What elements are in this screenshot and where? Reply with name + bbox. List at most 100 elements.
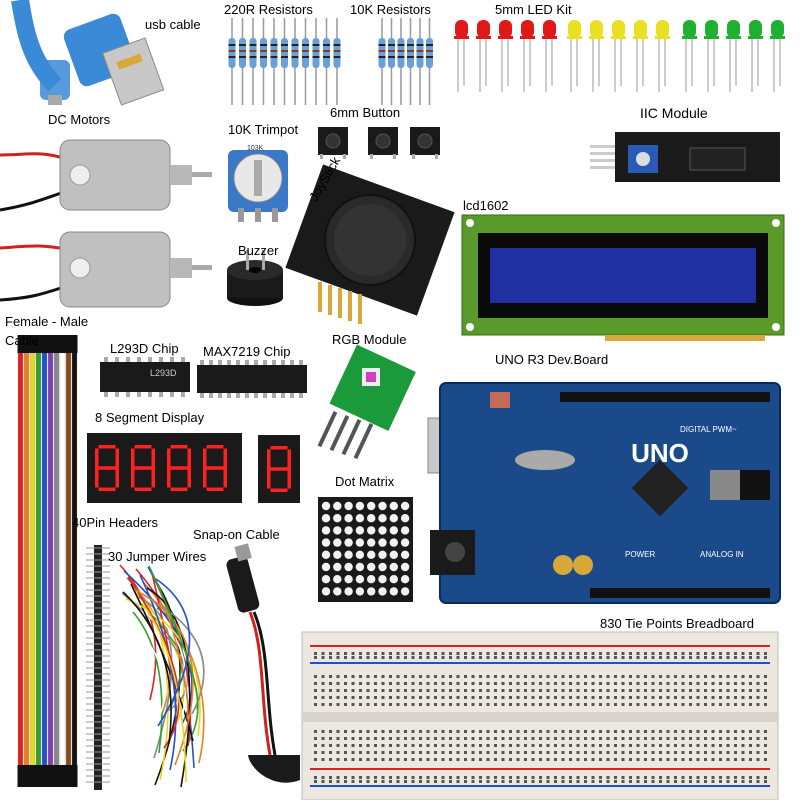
- breadboard-hole: [614, 780, 617, 783]
- chip-pin: [272, 360, 276, 365]
- breadboard-hole: [629, 730, 632, 733]
- breadboard-hole: [689, 776, 692, 779]
- wire-end: [65, 335, 72, 353]
- breadboard-hole: [606, 696, 610, 699]
- breadboard-hole: [359, 675, 362, 678]
- breadboard-hole: [719, 776, 722, 779]
- chip-pin: [181, 392, 185, 397]
- breadboard-hole: [486, 751, 490, 754]
- breadboard-hole: [719, 780, 722, 783]
- breadboard-hole: [599, 751, 602, 754]
- breadboard-hole: [741, 703, 745, 706]
- breadboard-hole: [531, 758, 535, 761]
- chip-pin: [159, 392, 163, 397]
- matrix-dot: [344, 575, 353, 584]
- breadboard-hole: [569, 675, 572, 678]
- breadboard-hole: [471, 689, 475, 692]
- breadboard-hole: [644, 656, 647, 659]
- uno-board-label: UNO R3 Dev.Board: [495, 352, 609, 367]
- chip-pin: [200, 393, 204, 398]
- breadboard-hole: [539, 682, 542, 685]
- breadboard-hole: [644, 689, 647, 692]
- breadboard-hole: [696, 652, 700, 655]
- segment: [287, 449, 291, 469]
- breadboard-hole: [509, 675, 512, 678]
- breadboard-hole: [336, 758, 340, 761]
- breadboard-hole: [486, 744, 490, 747]
- segment: [203, 468, 207, 488]
- breadboard-hole: [471, 751, 475, 754]
- breadboard-hole: [351, 744, 355, 747]
- breadboard-hole: [404, 751, 407, 754]
- breadboard-hole: [419, 689, 422, 692]
- breadboard-hole: [314, 689, 317, 692]
- breadboard-hole: [726, 737, 730, 740]
- breadboard-hole: [636, 737, 640, 740]
- breadboard-hole: [681, 656, 685, 659]
- breadboard-hole: [711, 758, 715, 761]
- breadboard-hole: [359, 737, 362, 740]
- breadboard-hole: [374, 703, 377, 706]
- wire-end: [53, 335, 60, 353]
- matrix-dot: [389, 587, 398, 596]
- led: [704, 20, 719, 92]
- breadboard-hole: [749, 758, 752, 761]
- breadboard-hole: [554, 689, 557, 692]
- breadboard-hole: [711, 656, 715, 659]
- breadboard-hole: [464, 652, 467, 655]
- dot-matrix: [318, 497, 413, 602]
- breadboard-hole: [344, 703, 347, 706]
- breadboard-hole: [411, 751, 415, 754]
- breadboard-hole: [741, 751, 745, 754]
- segment: [167, 468, 171, 488]
- breadboard-hole: [711, 696, 715, 699]
- breadboard-hole: [524, 682, 527, 685]
- breadboard-hole: [441, 689, 445, 692]
- breadboard-hole: [749, 737, 752, 740]
- matrix-dot: [400, 538, 410, 547]
- wire-end: [71, 335, 78, 353]
- breadboard-hole: [629, 696, 632, 699]
- breadboard-hole: [486, 652, 490, 655]
- breadboard-hole: [329, 696, 332, 699]
- breadboard-hole: [411, 744, 415, 747]
- breadboard-hole: [756, 689, 760, 692]
- l293d-chip: L293D: [100, 357, 190, 397]
- breadboard-hole: [696, 675, 700, 678]
- breadboard-hole: [516, 696, 520, 699]
- breadboard-hole: [374, 730, 377, 733]
- breadboard-hole: [471, 776, 475, 779]
- breadboard-hole: [396, 751, 400, 754]
- breadboard-hole: [546, 751, 550, 754]
- breadboard-hole: [644, 758, 647, 761]
- breadboard-hole: [591, 682, 595, 685]
- breadboard-hole: [659, 730, 662, 733]
- matrix-dot: [321, 575, 331, 584]
- breadboard-hole: [419, 703, 422, 706]
- breadboard-hole: [336, 737, 340, 740]
- breadboard-hole: [419, 744, 422, 747]
- breadboard-hole: [389, 696, 392, 699]
- breadboard-hole: [734, 675, 737, 678]
- breadboard-hole: [434, 737, 437, 740]
- breadboard-hole: [396, 675, 400, 678]
- breadboard-hole: [329, 751, 332, 754]
- breadboard-hole: [674, 682, 677, 685]
- breadboard-hole: [644, 776, 647, 779]
- segment: [95, 468, 99, 488]
- breadboard-hole: [674, 689, 677, 692]
- breadboard-hole: [621, 656, 625, 659]
- breadboard-hole: [741, 744, 745, 747]
- breadboard-hole: [441, 675, 445, 678]
- breadboard-hole: [644, 696, 647, 699]
- breadboard-hole: [509, 744, 512, 747]
- chip-pin: [290, 360, 294, 365]
- breadboard-hole: [449, 730, 452, 733]
- breadboard-hole: [719, 689, 722, 692]
- chip-pin: [209, 360, 213, 365]
- breadboard-hole: [486, 780, 490, 783]
- breadboard-hole: [449, 656, 452, 659]
- max7219-label: MAX7219 Chip: [203, 344, 291, 359]
- breadboard-hole: [621, 696, 625, 699]
- breadboard-hole: [404, 780, 407, 783]
